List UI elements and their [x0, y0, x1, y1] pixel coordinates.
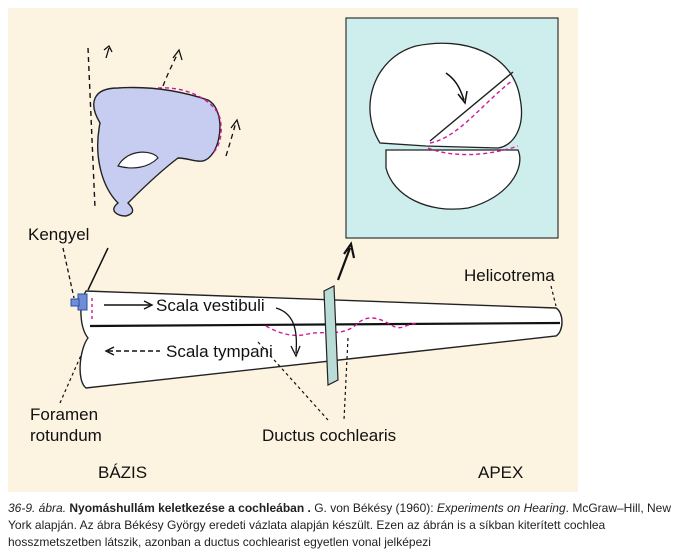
oval-window-footplate [70, 293, 88, 311]
label-kengyel: Kengyel [28, 225, 89, 244]
caption-book: Experiments on Hearing [436, 501, 566, 515]
label-ductus-cochlearis: Ductus cochlearis [262, 426, 396, 445]
caption-fig-number: 36-9. ábra. [8, 501, 67, 515]
ductus-leader-2 [343, 337, 349, 421]
label-apex: APEX [478, 463, 523, 482]
scala-vestibuli-arrow [104, 300, 154, 310]
section-arrow [336, 241, 356, 281]
caption-title: Nyomáshullám keletkezése a cochleában . [69, 501, 311, 515]
kengyel-leader [62, 247, 75, 299]
label-rotundum: rotundum [30, 426, 102, 445]
label-scala-vestibuli: Scala vestibuli [156, 296, 265, 315]
label-basis: BÁZIS [98, 463, 147, 482]
vestibuli-bend-arrow [275, 307, 301, 358]
scala-tympani-arrow [104, 346, 160, 356]
cross-section-inset [345, 17, 559, 239]
caption-author: G. von Békésy (1960): [314, 501, 434, 515]
section-plane-marker [323, 285, 339, 386]
stapes-connector [87, 247, 109, 291]
stapes-illustration [87, 44, 241, 217]
figure-caption: 36-9. ábra. Nyomáshullám keletkezése a c… [8, 500, 676, 551]
label-foramen: Foramen [30, 405, 98, 424]
label-scala-tympani: Scala tympani [166, 342, 273, 361]
travelling-wave [265, 317, 419, 337]
cochlea-diagram: Kengyel Scala vestibuli Scala tympani He… [8, 8, 578, 492]
label-helicotrema: Helicotrema [464, 266, 555, 285]
caption-rest: . McGraw–Hill, New York alapján. Az ábra… [8, 501, 672, 549]
